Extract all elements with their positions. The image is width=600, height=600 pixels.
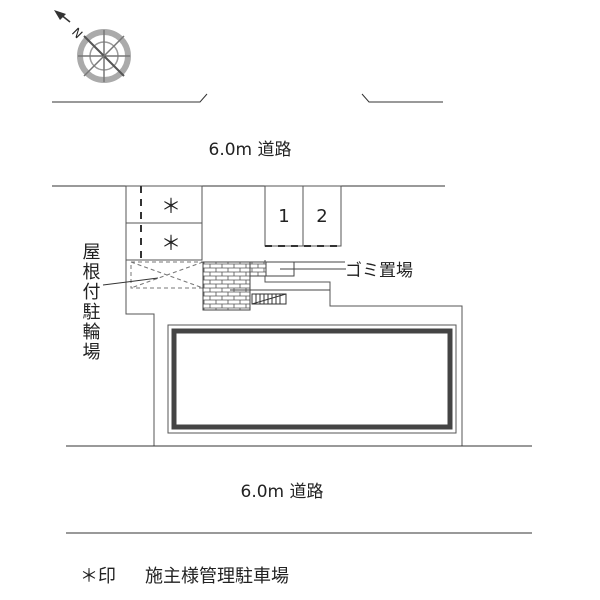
legend-text: 施主様管理駐車場 [145, 566, 289, 587]
brick-wall-top [249, 261, 267, 277]
bottom-road-label: 6.0m 道路 [241, 482, 324, 502]
parking-spots [264, 185, 342, 247]
owner-parking-area [125, 185, 203, 261]
bike-parking-leader [102, 277, 159, 286]
parking-spot-1: 1 [278, 206, 289, 227]
owner-parking-mark-1: ＊ [161, 194, 181, 218]
brick-wall [202, 261, 251, 311]
garbage-area [230, 261, 346, 291]
lot-boundary-east [264, 260, 463, 446]
parking-spot-2: 2 [316, 206, 327, 227]
top-road-edge [52, 93, 443, 103]
bike-parking-area [130, 261, 204, 289]
north-label: N [69, 25, 85, 41]
legend-mark: ＊印 [80, 566, 116, 587]
building [167, 324, 457, 434]
compass-rose-icon [54, 10, 131, 83]
owner-parking-mark-2: ＊ [161, 231, 181, 255]
stairs-icon [251, 293, 287, 305]
top-road-label: 6.0m 道路 [209, 140, 292, 160]
bike-parking-label: 屋根付駐輪場 [80, 242, 101, 362]
garbage-label: ゴミ置場 [345, 260, 413, 281]
